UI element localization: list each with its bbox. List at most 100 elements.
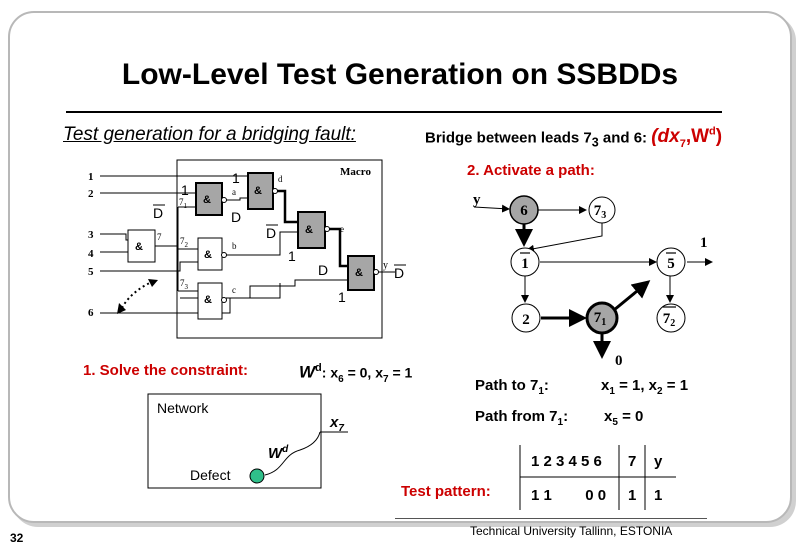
tp-header-y: y <box>654 453 663 470</box>
value-d-2: D <box>231 209 241 225</box>
path-to: Path to 71: <box>475 377 549 397</box>
node-2 <box>511 303 541 333</box>
graph-out-1: 1 <box>700 235 708 251</box>
node-73-label: 73 <box>594 203 607 221</box>
constraint-expr: Wd: x6 = 0, x7 = 1 <box>299 362 412 385</box>
node-1 <box>510 247 540 277</box>
input-6: 6 <box>88 307 94 319</box>
bridge-mid: and 6: <box>598 129 652 147</box>
network-w: Wd <box>268 444 289 462</box>
bridge-prefix: Bridge between leads 7 <box>425 129 592 147</box>
node-1-label: 1 <box>521 256 529 272</box>
gate-symbol-2: & <box>203 194 211 206</box>
wire-b: b <box>232 241 237 251</box>
value-1a: 1 <box>181 182 189 198</box>
gate-symbol-7: & <box>355 267 363 279</box>
value-one-2: 1 <box>338 289 346 305</box>
tp-row-y: 1 <box>654 487 663 504</box>
path-from-expr: x5 = 0 <box>604 408 644 428</box>
network-x7: x7 <box>330 414 344 434</box>
university-label: Technical University Tallinn, ESTONIA <box>470 524 673 538</box>
gates <box>127 172 379 320</box>
input-1: 1 <box>88 171 94 183</box>
gate-and-y <box>347 255 375 291</box>
tp-header-inputs: 1 2 3 4 5 6 <box>531 453 602 470</box>
gate-and-b <box>197 237 223 271</box>
path-to-expr: x1 = 1, x2 = 1 <box>601 377 689 397</box>
node-2-label: 2 <box>522 312 530 328</box>
value-dbar-1: D <box>153 205 163 221</box>
input-3: 3 <box>88 229 94 241</box>
value-dbar-3: D <box>266 225 276 241</box>
node-73 <box>588 196 616 224</box>
gate-symbol-4: & <box>204 294 212 306</box>
gate-and-e <box>297 211 326 249</box>
input-2: 2 <box>88 188 94 200</box>
branch-72: 72 <box>180 236 189 249</box>
slide-title: Low-Level Test Generation on SSBDDs <box>121 58 679 91</box>
branch-7: 7 <box>157 232 162 242</box>
gate-symbol-6: & <box>305 224 313 236</box>
subtitle: Test generation for a bridging fault: <box>63 124 356 145</box>
value-1b: 1 <box>232 170 240 186</box>
defect-node <box>249 468 265 484</box>
value-d-4: D <box>318 262 328 278</box>
constraint-w-sup: d <box>315 362 322 374</box>
constraint-expr-b-sub: 7 <box>383 374 389 386</box>
tp-header-7: 7 <box>628 453 637 470</box>
bridge-sub: 3 <box>591 135 599 150</box>
value-one-1: 1 <box>288 248 296 264</box>
bridge-arc <box>121 281 153 309</box>
wire-c: c <box>232 285 236 295</box>
constraint-w: W <box>299 362 316 382</box>
node-72-label: 72 <box>663 311 676 329</box>
path-from: Path from 71: <box>475 408 569 428</box>
graph-out-0: 0 <box>615 353 623 369</box>
wire-a: a <box>232 187 236 197</box>
network-label: Network <box>157 400 209 416</box>
network-box <box>147 393 322 489</box>
gate-symbol-5: & <box>254 185 262 197</box>
branch-71: 71 <box>179 197 188 210</box>
value-dbar-5: D <box>394 265 404 281</box>
input-4: 4 <box>88 248 94 260</box>
tp-row-inputs: 1 1 0 0 <box>531 487 607 504</box>
bridge-expr-sub: 7 <box>679 138 686 151</box>
constraint-expr-a: : x <box>321 364 339 381</box>
macro-box <box>176 159 383 339</box>
wire-d: d <box>278 174 283 184</box>
bridge-description: Bridge between leads 73 and 6: (dx7,Wd) <box>425 126 722 150</box>
node-72 <box>656 303 686 333</box>
branch-73: 73 <box>180 278 189 291</box>
graph-y: y <box>473 192 481 208</box>
footer-rule <box>395 518 707 519</box>
node-71 <box>585 301 619 335</box>
bridge-expr: (dx <box>651 126 680 148</box>
title-rule <box>66 111 722 113</box>
node-71-label: 71 <box>594 310 607 328</box>
gate-and-34 <box>127 229 156 263</box>
activate-label: 2. Activate a path: <box>467 162 595 179</box>
macro-label: Macro <box>340 166 371 178</box>
input-5: 5 <box>88 266 94 278</box>
constraint-expr-c: = 1 <box>388 364 413 381</box>
node-5 <box>656 247 686 277</box>
wire-y: y <box>383 260 388 271</box>
constraint-label: 1. Solve the constraint: <box>83 362 249 379</box>
gate-and-a <box>195 182 223 216</box>
constraint-expr-a-sub: 6 <box>338 374 344 386</box>
wire-e: e <box>340 224 344 234</box>
node-5-label: 5 <box>667 256 675 272</box>
defect-label: Defect <box>190 467 231 483</box>
page-number: 32 <box>10 531 24 545</box>
node-6 <box>509 195 539 225</box>
constraint-expr-b: = 0, x <box>343 364 383 381</box>
bridge-expr-end: ) <box>715 126 723 148</box>
test-pattern-label: Test pattern: <box>401 483 491 500</box>
gate-and-c <box>197 282 223 320</box>
tp-row-7: 1 <box>628 487 637 504</box>
